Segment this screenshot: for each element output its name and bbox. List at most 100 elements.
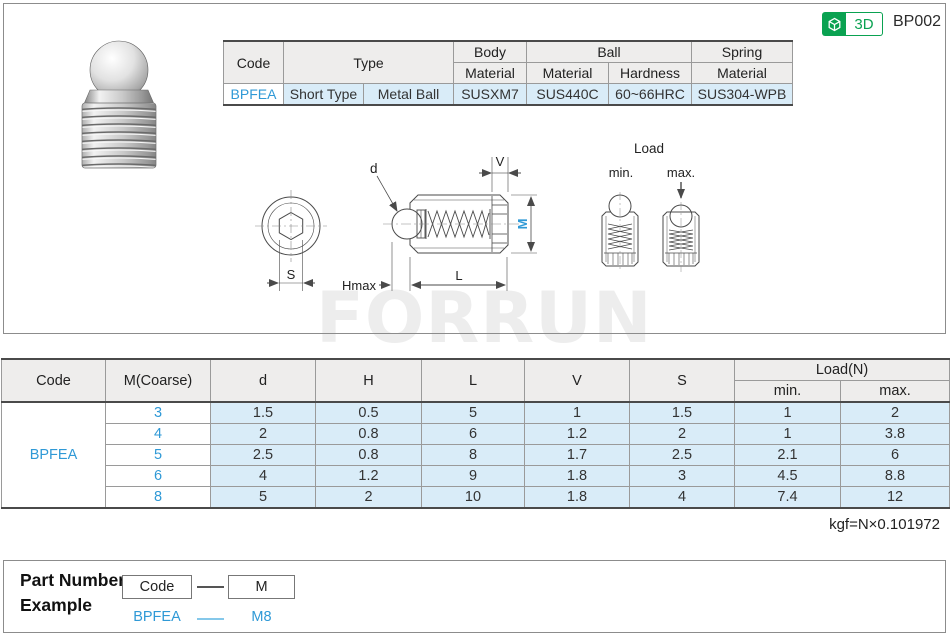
- row-m-size[interactable]: 5: [105, 444, 211, 466]
- front-view: S: [255, 190, 327, 291]
- cell-l: 10: [421, 486, 525, 509]
- part-number-title-line1: Part Number: [20, 570, 126, 590]
- table-row: 8 5 2 10 1.8 4 7.4 12: [2, 486, 950, 509]
- cell-d: 4: [210, 465, 316, 487]
- part-number-title-line2: Example: [20, 595, 92, 615]
- row-m-size[interactable]: 8: [105, 486, 211, 509]
- cell-l: 8: [421, 444, 525, 466]
- code-field-box: Code: [122, 575, 192, 599]
- row-m-size[interactable]: 3: [105, 401, 211, 424]
- dim-label-v: V: [496, 154, 505, 169]
- cell-s: 4: [629, 486, 735, 509]
- row-code[interactable]: BPFEA: [1, 401, 106, 509]
- spec-header-spring-material: Material: [691, 62, 793, 84]
- cell-v: 1: [524, 401, 630, 424]
- spec-table: Code Type Body Ball Spring Material Mate…: [223, 40, 793, 106]
- spec-type-ball: Metal Ball: [363, 83, 454, 106]
- side-view: d V M Hmax L: [342, 154, 537, 292]
- cell-load-min: 1: [734, 423, 841, 445]
- row-m-size[interactable]: 4: [105, 423, 211, 445]
- col-header-m: M(Coarse): [105, 358, 211, 403]
- top-section-frame: [3, 3, 946, 334]
- spec-header-code: Code: [223, 40, 284, 84]
- spec-spring-material: SUS304-WPB: [691, 83, 793, 106]
- spec-header-type: Type: [283, 40, 454, 84]
- cell-load-max: 2: [839, 401, 950, 424]
- col-header-load: Load(N): [733, 358, 950, 381]
- cell-v: 1.8: [524, 465, 630, 487]
- cell-v: 1.2: [524, 423, 630, 445]
- plunger-collar: [83, 89, 155, 105]
- dimension-table: Code M(Coarse) d H L V S Load(N) min. ma…: [1, 358, 950, 509]
- load-max-label: max.: [667, 165, 695, 180]
- cell-load-min: 4.5: [734, 465, 841, 487]
- table-row: 5 2.5 0.8 8 1.7 2.5 2.1 6: [2, 444, 950, 466]
- dash-separator-blue: [197, 618, 224, 620]
- cell-l: 5: [421, 401, 525, 424]
- cell-h: 0.8: [315, 423, 422, 445]
- row-m-size[interactable]: 6: [105, 465, 211, 487]
- cell-load-min: 7.4: [734, 486, 841, 509]
- cell-h: 2: [315, 486, 422, 509]
- dash-separator: [197, 586, 224, 588]
- cell-h: 1.2: [315, 465, 422, 487]
- spec-header-ball-material: Material: [526, 62, 609, 84]
- cell-l: 9: [421, 465, 525, 487]
- spec-header-body-material: Material: [453, 62, 527, 84]
- cell-load-max: 12: [839, 486, 950, 509]
- cube-3d-icon: [822, 12, 846, 36]
- col-header-v: V: [524, 358, 630, 403]
- load-diagram: Load min. max.: [601, 141, 700, 272]
- load-min-plunger: [601, 192, 639, 272]
- part-number-example-section: Part Number Example Code M BPFEA M8: [3, 560, 946, 633]
- cell-d: 5: [210, 486, 316, 509]
- badge-3d[interactable]: 3D: [822, 12, 883, 36]
- plunger-threaded-body: [81, 102, 157, 169]
- spec-code-value[interactable]: BPFEA: [223, 83, 284, 106]
- cell-load-min: 1: [734, 401, 841, 424]
- dim-label-l: L: [455, 268, 462, 283]
- product-photo: [81, 40, 157, 169]
- cell-load-max: 3.8: [839, 423, 950, 445]
- dim-label-d: d: [370, 161, 378, 176]
- cell-load-min: 2.1: [734, 444, 841, 466]
- dim-label-m: M: [515, 219, 530, 230]
- dim-label-hmax: Hmax: [342, 278, 376, 292]
- technical-drawing: S d: [255, 141, 700, 292]
- col-header-d: d: [210, 358, 316, 403]
- unit-note: kgf=N×0.101972: [829, 516, 940, 533]
- cell-s: 2.5: [629, 444, 735, 466]
- table-row: BPFEA 3 1.5 0.5 5 1 1.5 1 2: [1, 401, 950, 509]
- badge-3d-label: 3D: [846, 12, 883, 36]
- col-header-load-max: max.: [839, 380, 950, 403]
- cell-s: 1.5: [629, 401, 735, 424]
- cell-h: 0.8: [315, 444, 422, 466]
- spec-type-short: Short Type: [283, 83, 364, 106]
- cell-d: 1.5: [210, 401, 316, 424]
- page-code: BP002: [893, 13, 942, 30]
- dim-label-s: S: [287, 267, 296, 282]
- m-field-box: M: [228, 575, 295, 599]
- cell-s: 2: [629, 423, 735, 445]
- example-m-value: M8: [251, 609, 272, 625]
- watermark-logo: FORRUN: [316, 277, 653, 359]
- col-header-h: H: [315, 358, 422, 403]
- table-row: 6 4 1.2 9 1.8 3 4.5 8.8: [2, 465, 950, 487]
- spec-body-material: SUSXM7: [453, 83, 527, 106]
- cell-l: 6: [421, 423, 525, 445]
- col-header-code: Code: [1, 358, 106, 403]
- spec-ball-hardness: 60~66HRC: [608, 83, 692, 106]
- load-title: Load: [634, 141, 664, 156]
- col-header-l: L: [421, 358, 525, 403]
- example-code-value: BPFEA: [133, 609, 181, 625]
- spec-header-ball: Ball: [526, 40, 692, 63]
- cell-h: 0.5: [315, 401, 422, 424]
- cell-load-max: 8.8: [839, 465, 950, 487]
- load-min-label: min.: [609, 165, 634, 180]
- cell-s: 3: [629, 465, 735, 487]
- spec-header-ball-hardness: Hardness: [608, 62, 692, 84]
- cell-d: 2.5: [210, 444, 316, 466]
- spec-header-spring: Spring: [691, 40, 793, 63]
- table-row: 4 2 0.8 6 1.2 2 1 3.8: [2, 423, 950, 445]
- spec-header-body: Body: [453, 40, 527, 63]
